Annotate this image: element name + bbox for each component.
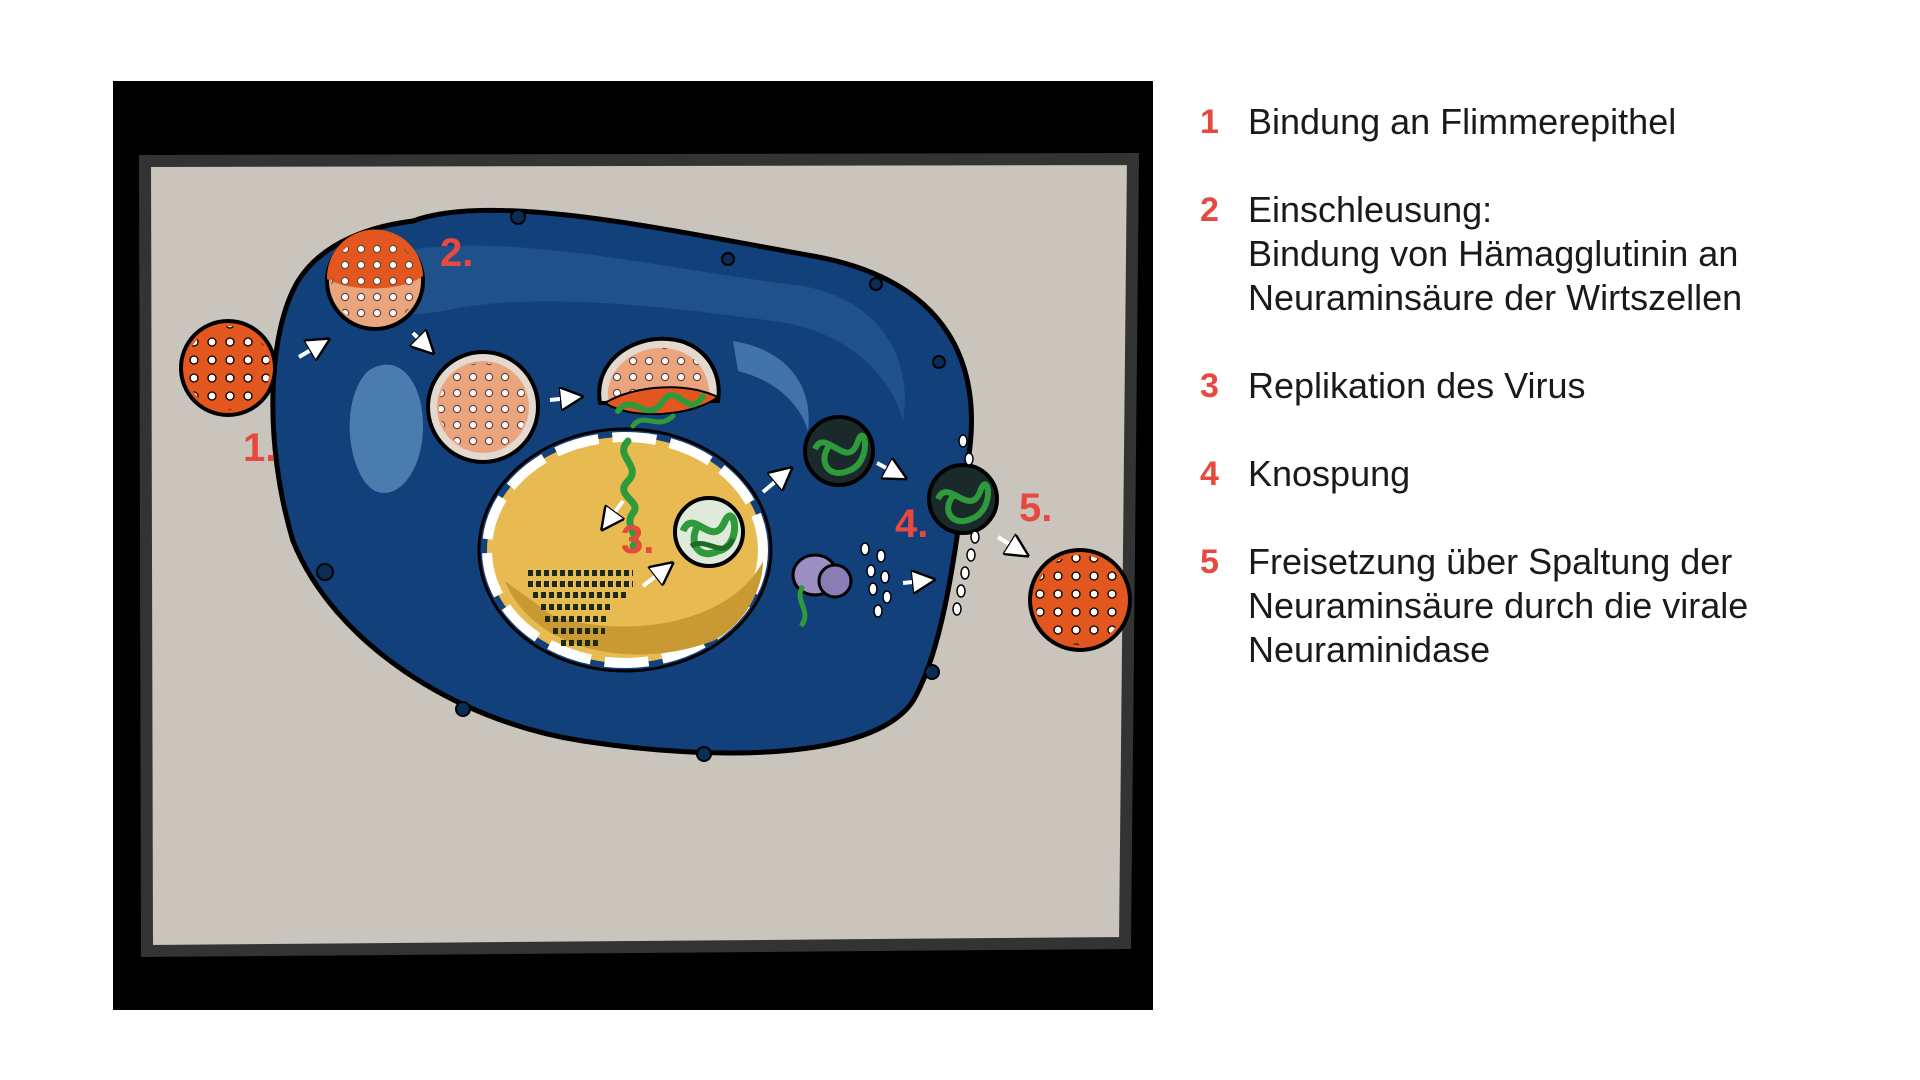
legend-text: Bindung an Flimmerepithel: [1248, 100, 1676, 144]
arrow-to-replication: [641, 565, 670, 588]
legend-text: Replikation des Virus: [1248, 364, 1586, 408]
step-label-3: 3.: [621, 518, 654, 562]
legend-number: 5: [1200, 543, 1219, 581]
uncoating-endosome: [597, 336, 721, 429]
legend-text: Einschleusung: Bindung von Hämagglutinin…: [1248, 188, 1742, 320]
arrow-to-release: [996, 537, 1025, 554]
legend-number: 4: [1200, 455, 1219, 493]
legend-text: Freisetzung über Spaltung der Neuraminsä…: [1248, 540, 1748, 672]
virus-released: [1028, 548, 1132, 652]
membrane-receptors: [316, 209, 946, 762]
legend-number: 3: [1200, 367, 1219, 405]
cell-highlight: [377, 245, 905, 421]
step-label-2: 2.: [440, 231, 473, 275]
legend-line: Bindung an Flimmerepithel: [1248, 101, 1677, 142]
legend-line: Neuraminsäure durch die virale: [1248, 585, 1749, 626]
endosome: [426, 350, 540, 464]
legend-line: Replikation des Virus: [1248, 365, 1586, 406]
legend-line: Freisetzung über Spaltung der: [1248, 541, 1733, 582]
arrow-rna-into-nucleus: [604, 499, 623, 527]
legend-item-1: 1 Bindung an Flimmerepithel: [1200, 100, 1890, 144]
arrow-proteins-to-membrane: [902, 580, 931, 583]
viral-rna-entering: [620, 437, 639, 550]
step-legend: 1 Bindung an Flimmerepithel 2 Einschleus…: [1200, 100, 1890, 716]
legend-line: Einschleusung:: [1248, 189, 1493, 230]
virus-budding: [927, 463, 999, 535]
legend-line: Neuraminsäure der Wirtszellen: [1248, 277, 1743, 318]
legend-line: Bindung von Hämagglutinin an: [1248, 233, 1739, 274]
legend-number: 1: [1200, 103, 1219, 141]
legend-number: 2: [1200, 191, 1219, 229]
chromatin: [528, 570, 633, 646]
legend-line: Neuraminidase: [1248, 629, 1491, 670]
arrow-to-budding: [876, 463, 903, 477]
membrane-proteins-budding: [952, 434, 980, 616]
virus-free: [179, 319, 277, 417]
arrow-2-to-endosome: [413, 333, 431, 351]
step-label-5: 5.: [1019, 486, 1052, 530]
ribosome: [791, 553, 853, 628]
legend-item-2: 2 Einschleusung: Bindung von Hämagglutin…: [1200, 188, 1890, 320]
process-arrows: [297, 333, 1025, 588]
virus-binding: [325, 229, 425, 331]
influenza-replication-diagram: 1. 2. 3. 4. 5.: [113, 81, 1153, 1010]
step-label-1: 1.: [243, 426, 276, 470]
legend-item-4: 4 Knospung: [1200, 452, 1890, 496]
legend-line: Knospung: [1248, 453, 1411, 494]
legend-text: Knospung: [1248, 452, 1410, 496]
arrow-endosome-to-uncoating: [549, 397, 579, 400]
diagram-svg: 1. 2. 3. 4. 5.: [138, 152, 1140, 958]
legend-item-5: 5 Freisetzung über Spaltung der Neuramin…: [1200, 540, 1890, 672]
rnp-in-nucleus: [673, 496, 745, 568]
cell-vacuole-2: [733, 341, 809, 431]
arrow-rnp-export: [761, 470, 789, 494]
nucleus: [482, 432, 768, 668]
viral-proteins: [860, 542, 892, 618]
step-label-4: 4.: [895, 502, 928, 546]
nucleus-outline: [477, 427, 773, 673]
arrow-1-to-2: [297, 341, 326, 357]
legend-item-3: 3 Replikation des Virus: [1200, 364, 1890, 408]
cell-vacuole: [349, 364, 423, 493]
rnp-cytoplasm: [803, 415, 875, 487]
